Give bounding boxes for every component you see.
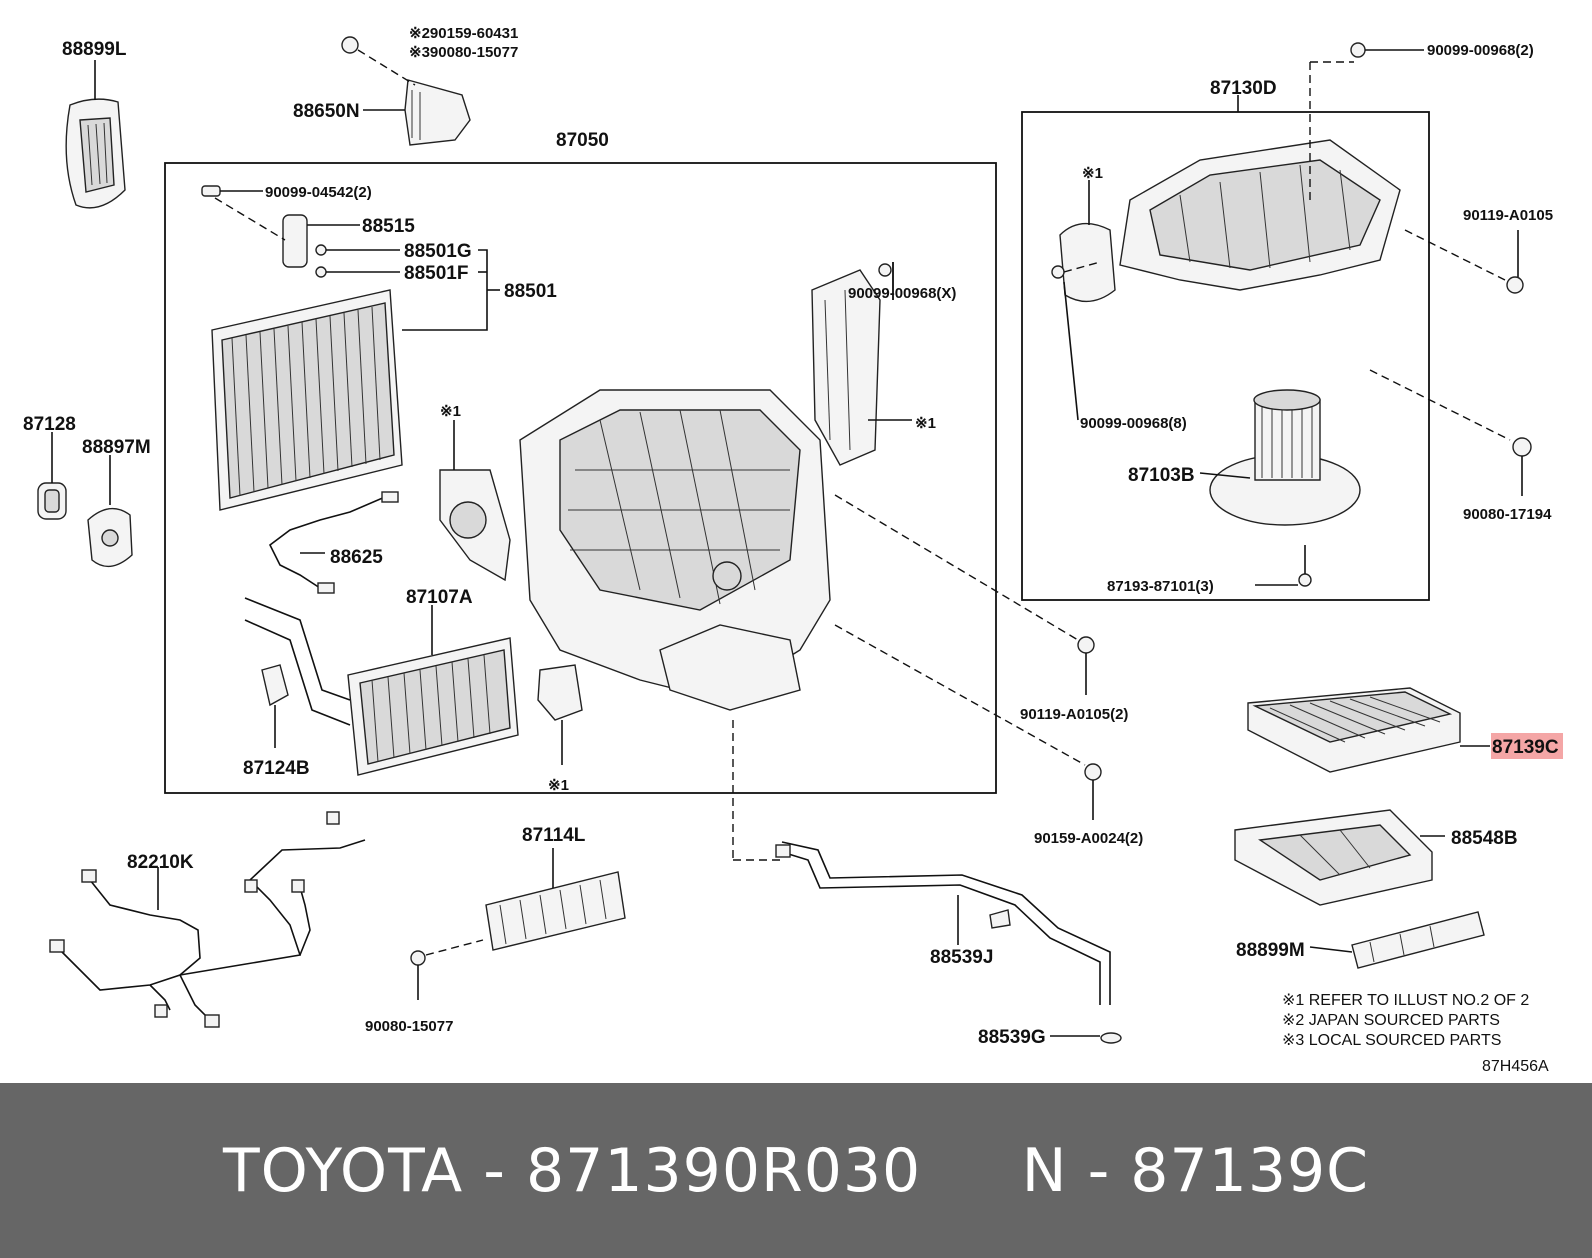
label-ref1-bottom: ※1 [548, 777, 569, 794]
label-87128: 87128 [23, 414, 76, 435]
footer-bar: TOYOTA - 871390R030 N - 87139C [0, 1083, 1592, 1258]
part-heater-core-87107A [244, 597, 519, 776]
label-87050: 87050 [556, 130, 609, 151]
label-90080-15077-top: ※390080-15077 [409, 44, 518, 61]
label-87114L: 87114L [522, 825, 586, 846]
part-filter-87139C [1247, 687, 1490, 773]
label-90099-00968-2: 90099-00968(2) [1427, 42, 1534, 59]
label-88515: 88515 [362, 216, 415, 237]
part-88897M [87, 455, 133, 568]
assembly-frame-87130D [1021, 111, 1430, 601]
label-88501F: 88501F [404, 263, 468, 284]
part-88625 [268, 491, 399, 594]
part-88899L [65, 60, 126, 209]
part-87114L [485, 848, 626, 951]
label-88501G: 88501G [404, 241, 472, 262]
label-ref1-servo-left: ※1 [440, 403, 461, 420]
note-3: ※3 LOCAL SOURCED PARTS [1282, 1032, 1501, 1049]
label-88897M: 88897M [82, 437, 151, 458]
part-servo-right [811, 262, 912, 466]
label-87103B: 87103B [1128, 465, 1195, 486]
label-88539G: 88539G [978, 1027, 1046, 1048]
part-82210K [49, 811, 366, 1028]
label-88899L: 88899L [62, 39, 127, 60]
label-88650N: 88650N [293, 101, 360, 122]
label-90119-A0105-2: 90119-A0105(2) [1020, 706, 1128, 723]
label-87130D: 87130D [1210, 78, 1277, 99]
part-88899M [1309, 911, 1485, 969]
part-88515 [201, 185, 400, 278]
label-90159-60431: ※290159-60431 [409, 25, 518, 42]
label-88899M: 88899M [1236, 940, 1305, 961]
illustration-code: 87H456A [1482, 1058, 1549, 1075]
label-88501: 88501 [504, 281, 557, 302]
label-90080-17194: 90080-17194 [1463, 506, 1552, 523]
footer-gap [921, 1136, 1021, 1206]
part-servo-bottom [537, 664, 583, 765]
label-90080-15077-bottom: 90080-15077 [365, 1018, 453, 1035]
highlight-box-87139C [1491, 733, 1563, 759]
label-90099-00968-8: 90099-00968(8) [1080, 415, 1187, 432]
footer-brand: TOYOTA [222, 1135, 464, 1206]
part-blower-motor-87103B [1199, 389, 1361, 526]
part-88548B [1234, 809, 1445, 906]
label-82210K: 82210K [127, 852, 194, 873]
label-ref1-servo-right: ※1 [915, 415, 936, 432]
label-88625: 88625 [330, 547, 383, 568]
label-90119-A0105: 90119-A0105 [1463, 207, 1553, 224]
footer-ref-prefix: N [1021, 1135, 1068, 1206]
label-87124B: 87124B [243, 758, 310, 779]
label-ref1-blower: ※1 [1082, 165, 1103, 182]
part-blower-case-87130D [1059, 95, 1401, 303]
label-90099-00968X: 90099-00968(X) [848, 285, 956, 302]
part-evaporator-88501 [211, 249, 500, 511]
parts-diagram: 88899L ※290159-60431 ※390080-15077 88650… [23, 25, 1563, 1075]
label-88548B: 88548B [1451, 828, 1518, 849]
part-88650N [341, 36, 471, 146]
label-87193-87101: 87193-87101(3) [1107, 578, 1214, 595]
footer-part-number: 871390R030 [525, 1135, 922, 1206]
footer-sep-2: - [1067, 1135, 1131, 1206]
label-90099-04542: 90099-04542(2) [265, 184, 372, 201]
assembly-frame-87050 [164, 162, 997, 794]
part-hvac-case-87050 [519, 389, 831, 711]
fasteners [410, 42, 1532, 1000]
part-88539J [732, 720, 1122, 1044]
part-87128 [37, 432, 67, 520]
label-88539J: 88539J [930, 947, 993, 968]
footer-caption: TOYOTA - 871390R030 N - 87139C [0, 1083, 1592, 1258]
part-servo-left [439, 420, 511, 582]
label-87107A: 87107A [406, 587, 473, 608]
note-2: ※2 JAPAN SOURCED PARTS [1282, 1012, 1500, 1029]
labels: 88899L ※290159-60431 ※390080-15077 88650… [23, 25, 1559, 1075]
label-90159-A0024: 90159-A0024(2) [1034, 830, 1143, 847]
label-87139C: 87139C [1492, 737, 1559, 758]
footer-ref-code: 87139C [1130, 1135, 1370, 1206]
footer-sep-1: - [463, 1135, 526, 1206]
part-87124B [261, 664, 289, 748]
note-1: ※1 REFER TO ILLUST NO.2 OF 2 [1282, 992, 1529, 1009]
